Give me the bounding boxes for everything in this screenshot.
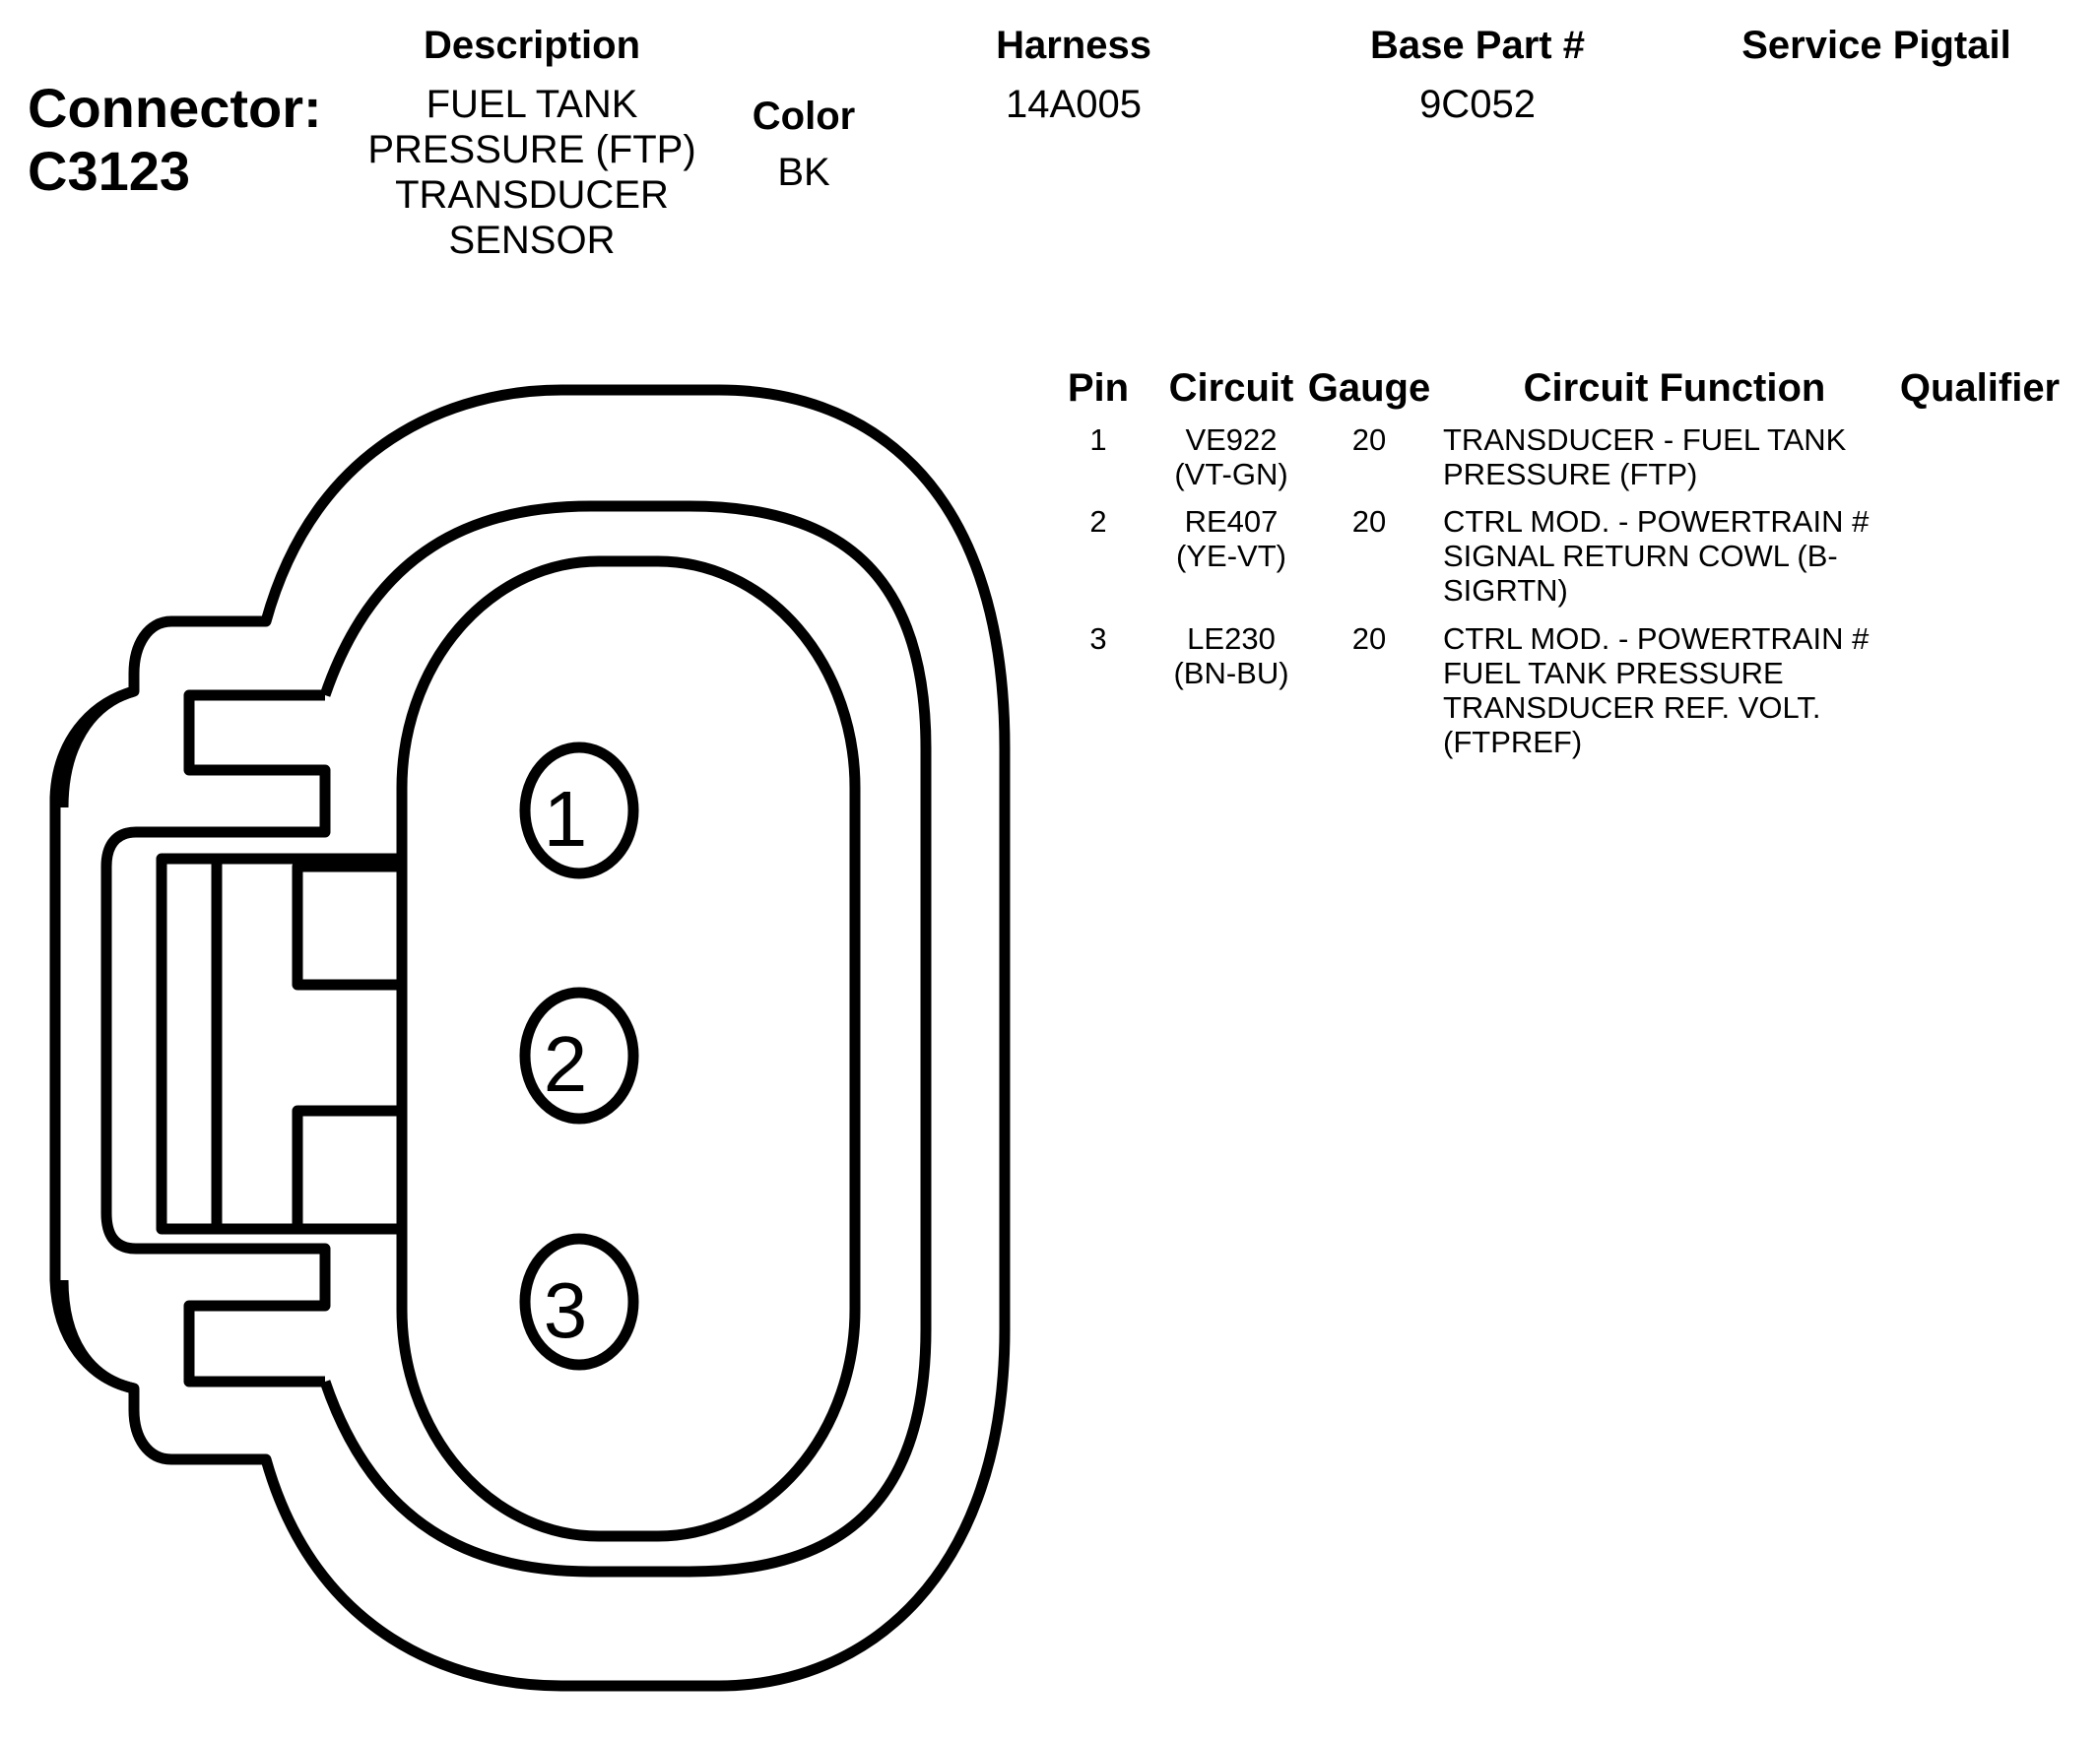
description-line: TRANSDUCER	[395, 173, 669, 217]
function-line: TRANSDUCER REF. VOLT.	[1443, 690, 1821, 725]
circuit-line: (YE-VT)	[1176, 539, 1286, 573]
col-header-circuit-function: Circuit Function	[1523, 366, 1826, 410]
harness-value: 14A005	[1006, 83, 1142, 126]
function-line: CTRL MOD. - POWERTRAIN #	[1443, 621, 1870, 656]
description-line: PRESSURE (FTP)	[367, 128, 696, 171]
connector-label: Connector:	[28, 77, 322, 139]
description-value: FUEL TANK PRESSURE (FTP) TRANSDUCER SENS…	[335, 82, 729, 263]
row-3-circuit: LE230 (BN-BU)	[1143, 621, 1320, 690]
row-2-function: CTRL MOD. - POWERTRAIN # SIGNAL RETURN C…	[1443, 504, 1906, 608]
description-line: FUEL TANK	[426, 83, 638, 126]
col-header-circuit: Circuit	[1168, 366, 1294, 410]
col-header-pin: Pin	[1067, 366, 1130, 410]
function-line: PRESSURE (FTP)	[1443, 457, 1698, 491]
row-1-function: TRANSDUCER - FUEL TANK PRESSURE (FTP)	[1443, 422, 1906, 491]
latch-bracket	[100, 689, 331, 1387]
pin-2-label: 2	[544, 1020, 588, 1108]
circuit-line: RE407	[1184, 504, 1279, 539]
pin-cavity	[396, 555, 861, 1542]
col-header-gauge: Gauge	[1307, 366, 1431, 410]
function-line: FUEL TANK PRESSURE	[1443, 656, 1784, 690]
service-pigtail-header: Service Pigtail	[1741, 24, 2011, 67]
connector-inner-shell	[319, 500, 932, 1578]
circuit-line: VE922	[1185, 422, 1278, 457]
description-header: Description	[423, 24, 641, 67]
harness-header: Harness	[996, 24, 1151, 67]
row-2-gauge: 20	[1351, 504, 1387, 539]
latch-side-line-lower	[57, 1279, 136, 1394]
row-1-gauge: 20	[1351, 422, 1387, 457]
function-line: CTRL MOD. - POWERTRAIN #	[1443, 504, 1870, 539]
base-part-header: Base Part #	[1370, 24, 1585, 67]
color-value: BK	[777, 151, 830, 194]
connector-face-diagram: 1 2 3	[49, 384, 1011, 1692]
connector-outer-shell	[49, 384, 1011, 1692]
base-part-value: 9C052	[1419, 83, 1536, 126]
row-1-circuit: VE922 (VT-GN)	[1143, 422, 1320, 491]
function-line: SIGRTN)	[1443, 573, 1568, 608]
row-3-gauge: 20	[1351, 621, 1387, 656]
function-line: TRANSDUCER - FUEL TANK	[1443, 422, 1847, 457]
function-line: (FTPREF)	[1443, 725, 1583, 759]
circuit-line: LE230	[1187, 621, 1276, 656]
col-header-qualifier: Qualifier	[1899, 366, 2061, 410]
pin-3-label: 3	[544, 1266, 588, 1354]
circuit-line: (VT-GN)	[1174, 457, 1288, 491]
latch-notch	[292, 861, 402, 991]
row-1-pin: 1	[1089, 422, 1107, 457]
row-3-function: CTRL MOD. - POWERTRAIN # FUEL TANK PRESS…	[1443, 621, 1906, 759]
description-line: SENSOR	[448, 219, 616, 262]
circuit-line: (BN-BU)	[1173, 656, 1289, 690]
row-3-pin: 3	[1089, 621, 1107, 656]
function-line: SIGNAL RETURN COWL (B-	[1443, 539, 1838, 573]
latch-notch-lower	[292, 1105, 402, 1229]
row-2-circuit: RE407 (YE-VT)	[1143, 504, 1320, 573]
latch-side-line	[57, 685, 136, 808]
pin-1-label: 1	[544, 775, 588, 863]
pin-3-circle	[519, 1233, 639, 1371]
row-2-pin: 2	[1089, 504, 1107, 539]
color-header: Color	[752, 95, 856, 138]
pin-1-circle	[519, 742, 639, 879]
connector-id: C3123	[28, 140, 191, 202]
pin-2-circle	[519, 987, 639, 1125]
latch-inner-box	[156, 853, 402, 1235]
